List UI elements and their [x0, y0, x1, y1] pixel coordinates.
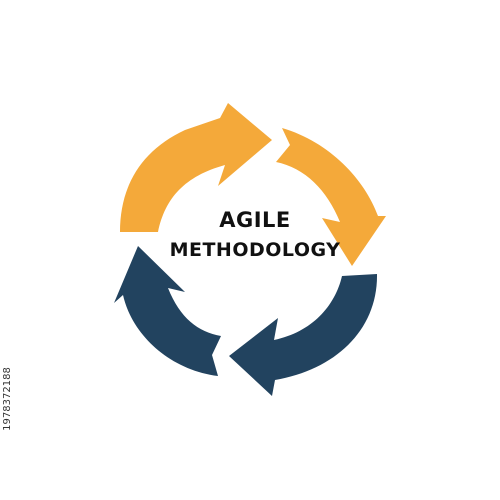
navy-arrow-bottom-right — [229, 274, 378, 396]
orange-arrow-top-left — [120, 103, 272, 232]
title-line-methodology: METHODOLOGY — [169, 239, 341, 261]
navy-arrow-bottom-left — [114, 246, 221, 376]
stock-id-text: 1978372188 — [2, 367, 13, 431]
title-line-agile: AGILE — [219, 208, 291, 232]
diagram-title: AGILE METHODOLOGY — [150, 205, 360, 265]
orange-arrow-top-right — [276, 128, 386, 266]
